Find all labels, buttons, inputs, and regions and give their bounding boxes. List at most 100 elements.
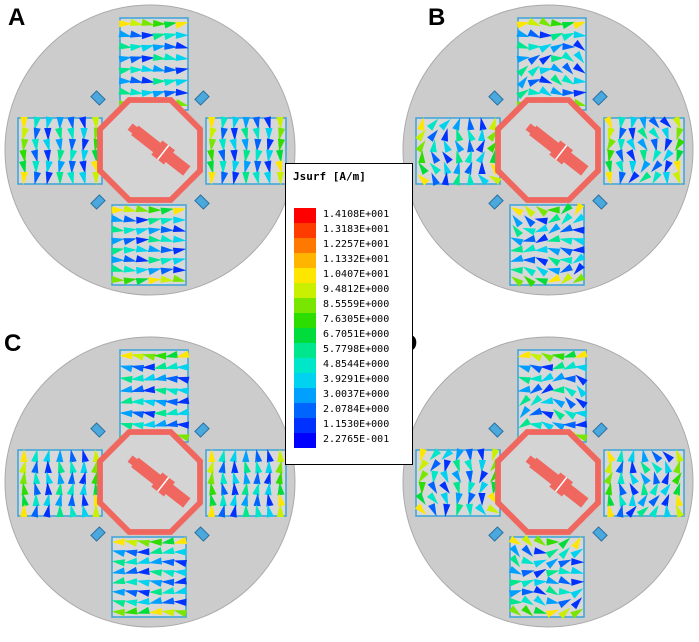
port-icon xyxy=(90,90,106,106)
current-arrow xyxy=(208,138,217,152)
current-arrow xyxy=(535,233,549,244)
current-arrow xyxy=(67,127,75,141)
current-arrow xyxy=(558,607,571,620)
current-arrow xyxy=(110,214,125,222)
current-arrow xyxy=(220,116,229,130)
current-arrow xyxy=(465,470,473,484)
current-arrow xyxy=(175,53,189,62)
current-arrow xyxy=(276,116,284,130)
current-arrow xyxy=(229,504,237,518)
current-arrow xyxy=(570,566,585,574)
current-arrow xyxy=(44,460,52,474)
current-arrow xyxy=(175,88,189,96)
current-arrow xyxy=(55,482,63,496)
current-arrow xyxy=(263,116,271,130)
current-arrow xyxy=(175,41,189,49)
current-arrow xyxy=(546,597,560,605)
current-arrow xyxy=(129,18,144,26)
current-arrow xyxy=(232,116,240,130)
current-arrow xyxy=(172,224,187,232)
port-icon xyxy=(90,422,106,438)
current-arrow xyxy=(650,160,663,173)
current-arrow xyxy=(147,268,162,276)
radiating-patch-left xyxy=(17,116,103,185)
current-arrow xyxy=(527,54,541,65)
current-arrow xyxy=(18,460,26,474)
current-arrow xyxy=(136,267,150,275)
legend-swatch xyxy=(294,253,316,268)
panel-label-a: A xyxy=(8,4,26,31)
current-arrow xyxy=(539,67,553,75)
current-arrow xyxy=(79,171,87,185)
current-arrow xyxy=(130,43,144,52)
current-arrow xyxy=(253,471,261,485)
port-icon xyxy=(488,194,504,210)
current-arrow xyxy=(562,361,577,370)
current-arrow xyxy=(637,494,648,507)
current-arrow xyxy=(130,66,144,74)
current-arrow xyxy=(242,449,250,463)
current-arrow xyxy=(160,225,174,234)
current-arrow xyxy=(153,387,167,395)
legend-entry: 3.0037E+000 xyxy=(294,387,408,403)
current-arrow xyxy=(547,213,561,224)
current-arrow xyxy=(242,171,250,185)
current-arrow xyxy=(172,257,187,265)
current-arrow xyxy=(558,547,570,560)
current-arrow xyxy=(559,263,573,273)
current-arrow xyxy=(67,116,75,130)
current-arrow xyxy=(529,383,543,394)
current-arrow xyxy=(574,350,588,358)
current-arrow xyxy=(607,493,615,507)
current-arrow xyxy=(153,19,167,28)
current-arrow xyxy=(153,77,167,85)
current-arrow xyxy=(415,140,426,153)
current-arrow xyxy=(164,398,178,406)
current-arrow xyxy=(426,492,439,505)
current-arrow xyxy=(415,129,426,142)
current-arrow xyxy=(67,471,76,485)
current-arrow xyxy=(456,150,464,164)
current-arrow xyxy=(533,595,546,606)
current-arrow xyxy=(455,492,463,506)
current-arrow xyxy=(218,460,226,474)
current-arrow xyxy=(163,90,178,98)
current-arrow xyxy=(650,138,658,152)
radiating-patch-right xyxy=(603,449,685,518)
current-arrow xyxy=(551,386,565,394)
current-arrow xyxy=(509,554,521,568)
current-arrow xyxy=(519,405,531,419)
current-arrow xyxy=(175,21,189,29)
current-arrow xyxy=(550,74,563,86)
legend-entry: 2.2765E-001 xyxy=(294,432,408,448)
current-arrow xyxy=(508,590,523,598)
current-arrow xyxy=(254,160,262,174)
current-arrow xyxy=(534,224,549,233)
current-arrow xyxy=(68,160,76,174)
current-arrow xyxy=(545,585,559,596)
current-arrow xyxy=(521,556,535,565)
current-arrow xyxy=(648,494,660,507)
current-arrow xyxy=(552,408,565,421)
current-arrow xyxy=(56,116,64,130)
current-arrow xyxy=(478,459,487,473)
current-arrow xyxy=(218,149,226,163)
current-arrow xyxy=(56,449,64,463)
current-arrow xyxy=(637,127,648,140)
current-arrow xyxy=(604,460,612,474)
current-arrow xyxy=(129,56,144,64)
current-arrow xyxy=(175,421,190,429)
current-arrow xyxy=(33,127,41,141)
current-arrow xyxy=(55,127,63,141)
current-arrow xyxy=(163,33,178,41)
current-arrow xyxy=(130,374,144,382)
current-arrow xyxy=(43,449,51,463)
current-arrow xyxy=(175,79,189,87)
current-arrow xyxy=(31,138,39,152)
current-arrow xyxy=(141,76,155,84)
current-arrow xyxy=(464,459,473,473)
current-arrow xyxy=(208,117,216,130)
current-arrow xyxy=(509,245,524,253)
current-arrow xyxy=(81,504,89,518)
